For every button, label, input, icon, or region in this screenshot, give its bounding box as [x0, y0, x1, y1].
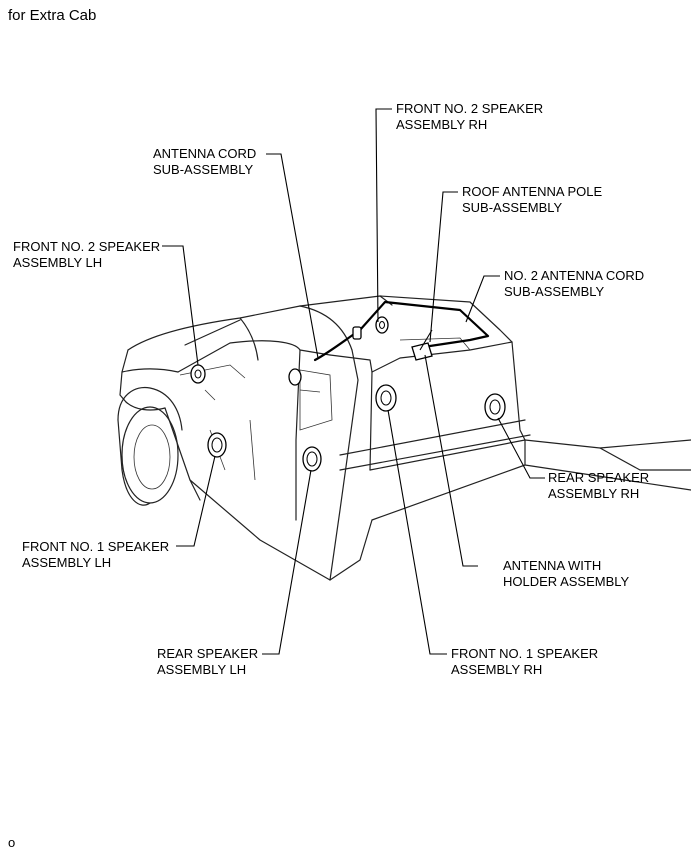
footer-mark: o	[8, 835, 16, 850]
label-front-no2-speaker-rh: FRONT NO. 2 SPEAKER ASSEMBLY RH	[396, 101, 543, 133]
rear-speaker-rh-part	[484, 393, 506, 421]
label-line-1: ROOF ANTENNA POLE	[462, 184, 603, 199]
label-line-2: ASSEMBLY RH	[548, 486, 640, 501]
leader-lines	[162, 108, 545, 655]
rear-speaker-lh-part	[302, 446, 322, 472]
label-line-2: ASSEMBLY RH	[451, 662, 543, 677]
page-title: for Extra Cab	[8, 7, 97, 24]
leader-front-no1-rh	[387, 409, 447, 655]
label-line-1: ANTENNA WITH	[503, 558, 602, 573]
front-no1-speaker-rh-part	[375, 384, 397, 412]
leader-rear-speaker-rh	[497, 417, 545, 479]
label-line-2: ASSEMBLY RH	[396, 117, 488, 132]
label-front-no1-speaker-rh: FRONT NO. 1 SPEAKER ASSEMBLY RH	[451, 646, 598, 678]
front-no2-speaker-lh-part	[190, 364, 206, 384]
label-line-2: SUB-ASSEMBLY	[504, 284, 605, 299]
label-line-1: NO. 2 ANTENNA CORD	[504, 268, 645, 283]
leader-no2-antenna-cord	[465, 275, 500, 323]
label-no2-antenna-cord: NO. 2 ANTENNA CORD SUB-ASSEMBLY	[504, 268, 644, 300]
label-line-2: ASSEMBLY LH	[157, 662, 247, 677]
label-line-1: ANTENNA CORD	[153, 146, 257, 161]
label-line-1: REAR SPEAKER	[157, 646, 259, 661]
leader-front-no2-rh	[375, 108, 392, 323]
label-line-1: REAR SPEAKER	[548, 470, 650, 485]
leader-front-no2-lh	[162, 245, 199, 366]
label-line-1: FRONT NO. 1 SPEAKER	[451, 646, 599, 661]
label-rear-speaker-lh: REAR SPEAKER ASSEMBLY LH	[157, 646, 258, 678]
label-front-no1-speaker-lh: FRONT NO. 1 SPEAKER ASSEMBLY LH	[22, 539, 169, 571]
label-roof-antenna-pole: ROOF ANTENNA POLE SUB-ASSEMBLY	[462, 184, 602, 216]
label-line-1: FRONT NO. 2 SPEAKER	[396, 101, 544, 116]
label-line-2: SUB-ASSEMBLY	[153, 162, 254, 177]
label-line-1: FRONT NO. 2 SPEAKER	[13, 239, 161, 254]
label-line-2: ASSEMBLY LH	[22, 555, 112, 570]
label-rear-speaker-rh: REAR SPEAKER ASSEMBLY RH	[548, 470, 649, 502]
label-line-2: HOLDER ASSEMBLY	[503, 574, 630, 589]
label-line-1: FRONT NO. 1 SPEAKER	[22, 539, 170, 554]
label-line-2: SUB-ASSEMBLY	[462, 200, 563, 215]
label-front-no2-speaker-lh: FRONT NO. 2 SPEAKER ASSEMBLY LH	[13, 239, 160, 271]
front-no2-speaker-rh-part	[375, 316, 389, 334]
leader-antenna-holder	[424, 354, 478, 567]
front-no1-speaker-lh-part	[207, 432, 227, 458]
leader-front-no1-lh	[176, 455, 216, 547]
tweeter-a-part	[288, 368, 302, 386]
antenna-with-holder-part	[411, 329, 433, 361]
no2-antenna-cord-line	[358, 300, 490, 354]
antenna-cord-connector	[352, 326, 362, 340]
vehicle-body	[117, 295, 691, 581]
label-line-2: ASSEMBLY LH	[13, 255, 103, 270]
leader-rear-speaker-lh	[262, 469, 312, 655]
label-antenna-cord: ANTENNA CORD SUB-ASSEMBLY	[153, 146, 256, 178]
leader-antenna-cord	[266, 153, 319, 359]
leader-roof-antenna-pole	[429, 191, 458, 343]
label-antenna-with-holder: ANTENNA WITH HOLDER ASSEMBLY	[503, 558, 629, 590]
